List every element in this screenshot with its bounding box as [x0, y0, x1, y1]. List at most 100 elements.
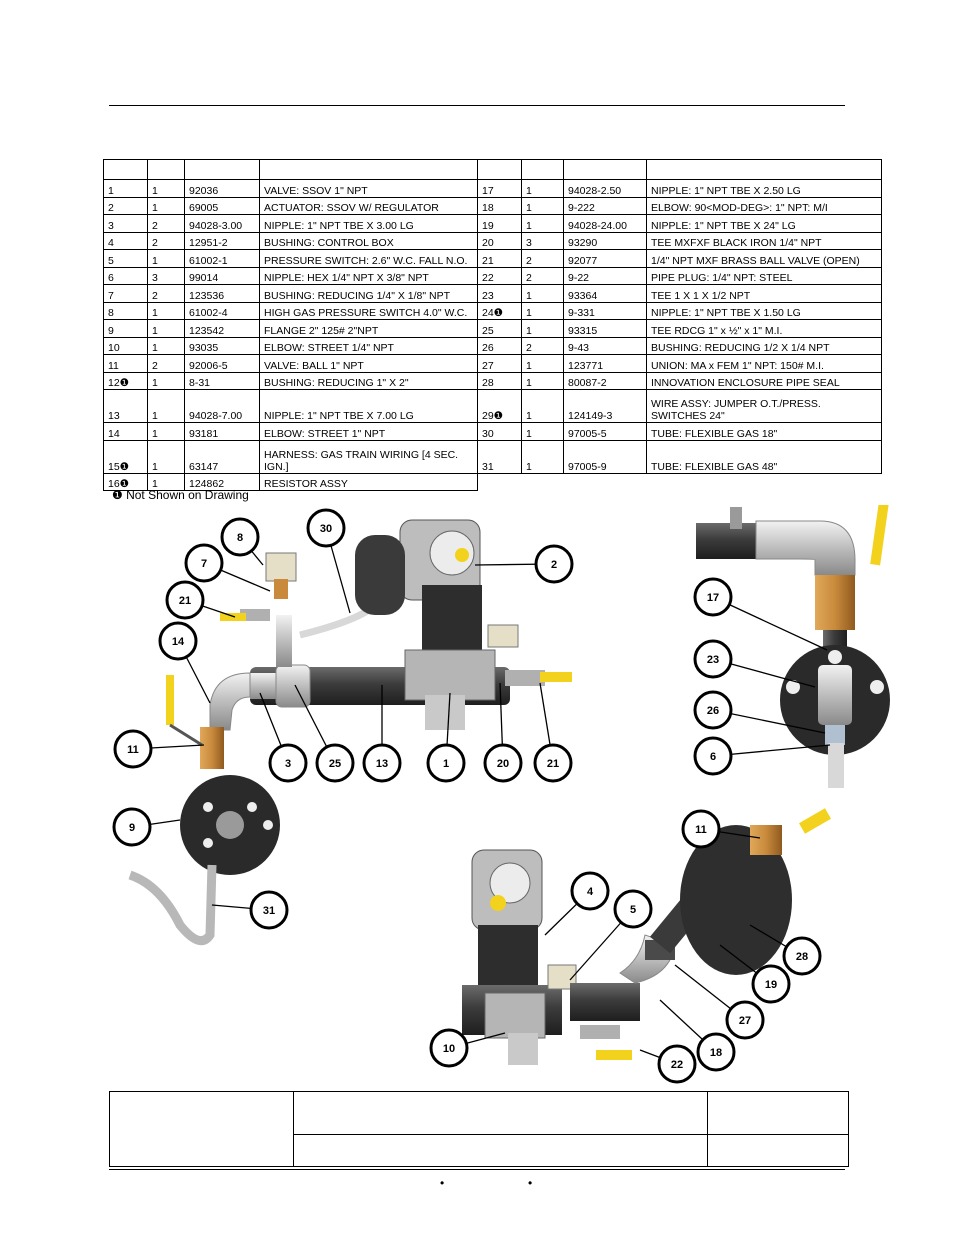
cell-qty: 1 — [147, 472, 185, 491]
cell-item: 23 — [477, 284, 522, 303]
callout-label: 31 — [263, 905, 275, 917]
callout-circle — [570, 871, 610, 911]
callout-circle — [782, 936, 822, 976]
callout-circle — [249, 890, 289, 930]
cell-desc: INNOVATION ENCLOSURE PIPE SEAL — [646, 371, 882, 390]
cell-item: 6 — [103, 266, 148, 285]
callout-label: 9 — [129, 822, 135, 834]
cell-part: 9-22 — [563, 266, 647, 285]
callout-circle — [657, 1044, 697, 1084]
callout-circle — [112, 807, 152, 847]
cell-qty: 3 — [521, 231, 564, 250]
cell-qty: 1 — [521, 301, 564, 320]
cell-part: 69005 — [184, 196, 260, 215]
cell-item: 17 — [477, 179, 522, 198]
cell-part: 124862 — [184, 472, 260, 491]
cell-part: 92077 — [563, 249, 647, 268]
cell-part: 93035 — [184, 336, 260, 355]
callout-label: 23 — [707, 654, 719, 666]
cell-part: 61002-1 — [184, 249, 260, 268]
cell-part: 94028-7.00 — [184, 389, 260, 423]
callout-label: 8 — [237, 532, 243, 544]
cell-qty: 2 — [521, 336, 564, 355]
cell-item: 26 — [477, 336, 522, 355]
cell-desc: PIPE PLUG: 1/4" NPT: STEEL — [646, 266, 882, 285]
inset-bottom-left — [462, 849, 632, 1065]
cell-qty: 1 — [147, 301, 185, 320]
cell-part — [564, 473, 647, 491]
cell-part: 124149-3 — [563, 389, 647, 423]
cell-desc: ACTUATOR: SSOV W/ REGULATOR — [259, 196, 478, 215]
callout-circle — [483, 743, 523, 783]
callout-label: 19 — [765, 979, 777, 991]
footer-bullet-2: • — [528, 1176, 533, 1190]
cell-qty: 1 — [521, 371, 564, 390]
callout-label: 21 — [547, 758, 559, 770]
callout-circle — [429, 1028, 469, 1068]
callout-leader — [712, 744, 831, 757]
cell-item: 10 — [103, 336, 148, 355]
main-assembly — [128, 519, 572, 946]
nipple-3 — [250, 673, 280, 699]
callout-circle — [693, 736, 733, 776]
callout-circle — [113, 729, 153, 769]
cell-item: 31 — [477, 439, 522, 474]
callout-circle — [362, 743, 402, 783]
cell-item: 9 — [103, 319, 148, 338]
cell-part: 9-222 — [563, 196, 647, 215]
cell-desc: PRESSURE SWITCH: 2.6" W.C. FALL N.O. — [259, 249, 478, 268]
cell-item: 4 — [103, 231, 148, 250]
cell-qty: 1 — [147, 439, 185, 474]
cell-part: 9-331 — [563, 301, 647, 320]
callout-label: 13 — [376, 758, 388, 770]
cell-qty: 1 — [521, 196, 564, 215]
switch-8 — [265, 552, 297, 582]
cell-qty: 1 — [521, 284, 564, 303]
cell-qty: 2 — [521, 266, 564, 285]
cell-item: 20 — [477, 231, 522, 250]
cell-part: 80087-2 — [563, 371, 647, 390]
cell-desc: VALVE: BALL 1" NPT — [259, 354, 478, 373]
cell-item: 11 — [103, 354, 148, 373]
callout-circle — [681, 809, 721, 849]
cell-item — [478, 473, 522, 491]
cell-desc: BUSHING: REDUCING 1" X 2" — [259, 371, 478, 390]
cell-item: 13 — [103, 389, 148, 423]
callout-circle — [220, 517, 260, 557]
callout-circle — [184, 543, 224, 583]
callout-label: 18 — [710, 1047, 722, 1059]
cell-desc: TEE RDCG 1" x ½" x 1" M.I. — [646, 319, 882, 338]
callout-label: 14 — [172, 636, 185, 648]
callout-circle — [315, 743, 355, 783]
callout-circle — [613, 889, 653, 929]
cell-item: 7 — [103, 284, 148, 303]
ball-valve-11 — [200, 727, 224, 769]
callout-circle — [426, 743, 466, 783]
cell-qty: 3 — [147, 266, 185, 285]
cell-part: 12951-2 — [184, 231, 260, 250]
cell-item: 14 — [103, 422, 148, 441]
tee-25 — [275, 664, 311, 708]
callout-label: 27 — [739, 1015, 751, 1027]
cell-desc: WIRE ASSY: JUMPER O.T./PRESS. SWITCHES 2… — [646, 389, 882, 423]
cell-item: 29❶ — [477, 389, 522, 423]
cell-desc: HIGH GAS PRESSURE SWITCH 4.0" W.C. — [259, 301, 478, 320]
header-rule — [109, 105, 845, 106]
callout-circle — [751, 964, 791, 1004]
cell-item: 30 — [477, 422, 522, 441]
callout-label: 6 — [710, 751, 716, 763]
cell-part: 92006-5 — [184, 354, 260, 373]
cell-desc: FLANGE 2" 125# 2"NPT — [259, 319, 478, 338]
cell-item: 24❶ — [477, 301, 522, 320]
cell-part: 93364 — [563, 284, 647, 303]
cell-qty: 1 — [147, 179, 185, 198]
callout-label: 1 — [443, 758, 449, 770]
callout-label: 5 — [630, 904, 636, 916]
cell-qty: 1 — [147, 336, 185, 355]
cell-qty: 1 — [147, 249, 185, 268]
